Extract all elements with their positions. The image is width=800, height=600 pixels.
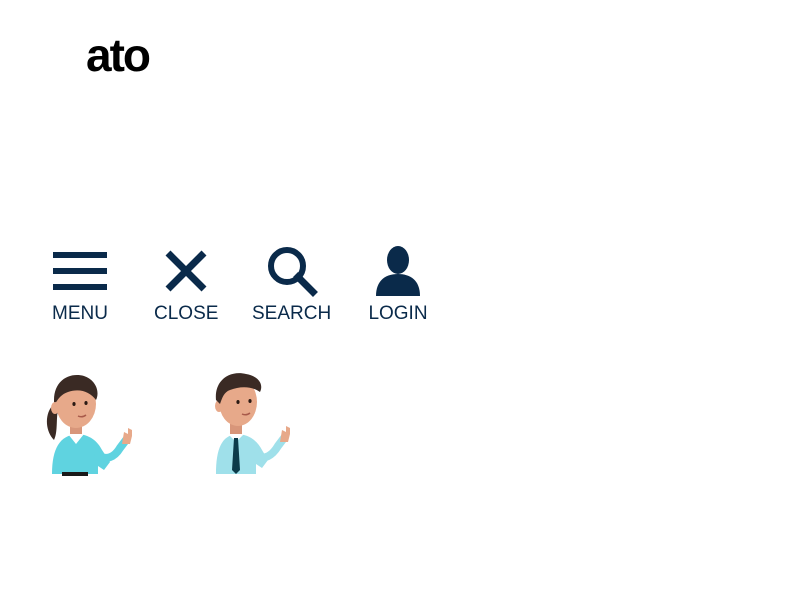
woman-waving-illustration (40, 370, 136, 483)
menu-label: MENU (52, 303, 108, 324)
hamburger-icon (50, 244, 110, 298)
user-icon (368, 244, 428, 298)
search-button[interactable]: SEARCH (252, 244, 331, 323)
man-waving-illustration (206, 370, 302, 483)
login-button[interactable]: LOGIN (368, 244, 428, 323)
menu-button[interactable]: MENU (50, 244, 110, 323)
close-icon (156, 244, 216, 298)
search-label: SEARCH (252, 303, 332, 324)
ato-logo[interactable]: ato (86, 29, 151, 81)
close-button[interactable]: CLOSE (154, 244, 218, 323)
close-label: CLOSE (154, 303, 219, 324)
login-label: LOGIN (368, 303, 428, 324)
search-icon (262, 244, 322, 298)
